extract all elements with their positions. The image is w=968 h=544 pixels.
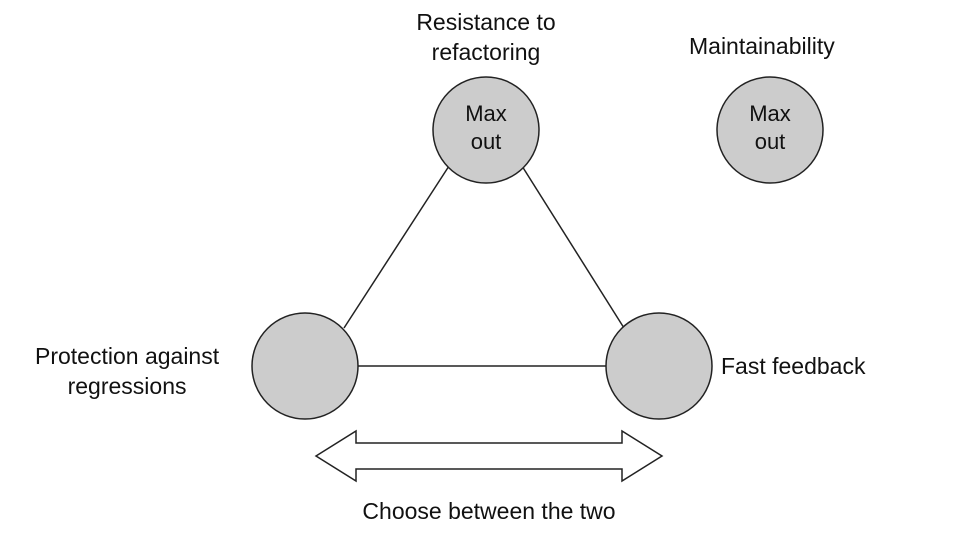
double-arrow-icon — [314, 429, 664, 483]
edge-resistance-feedback — [521, 165, 625, 329]
node-resistance-circle — [432, 76, 540, 184]
label-protection-against-regressions: Protection against regressions — [35, 343, 220, 399]
node-resistance-text: Max out — [465, 101, 507, 154]
edge-resistance-protection — [343, 165, 450, 329]
arrow-caption: Choose between the two — [362, 498, 616, 524]
node-maintainability-text: Max out — [749, 101, 791, 154]
label-fast-feedback: Fast feedback — [721, 353, 866, 379]
label-resistance-to-refactoring: Resistance to refactoring — [416, 9, 556, 65]
node-maintainability-circle — [716, 76, 824, 184]
node-feedback-circle — [605, 312, 713, 420]
node-protection-circle — [251, 312, 359, 420]
label-maintainability: Maintainability — [689, 33, 835, 59]
